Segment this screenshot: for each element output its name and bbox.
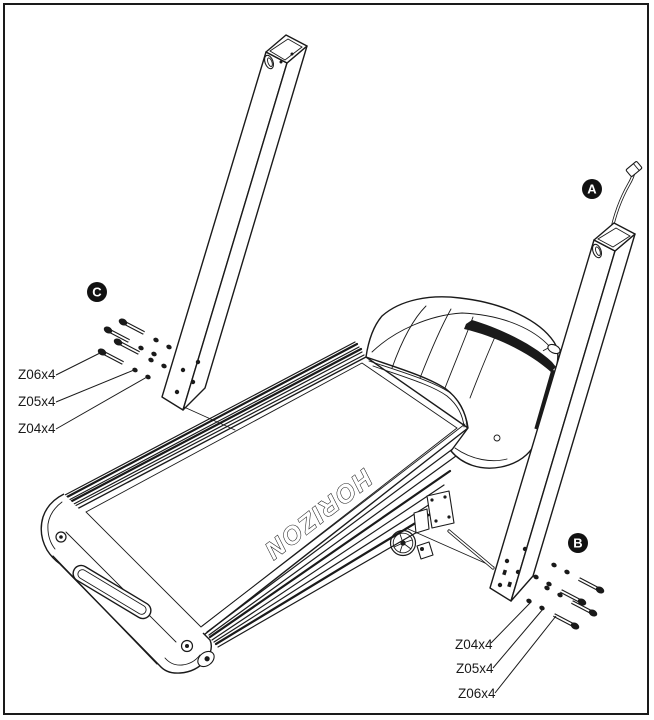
bolt-group-c <box>97 318 201 395</box>
callout-c: C <box>87 282 107 302</box>
hood-accent-strip <box>464 320 556 372</box>
label-z04x4-right: Z04x4 <box>455 637 493 652</box>
front-bracket <box>389 490 455 560</box>
callout-b-letter: B <box>573 536 582 551</box>
label-z06x4-left: Z06x4 <box>18 367 56 382</box>
cable-connector <box>625 161 643 177</box>
callout-a: A <box>582 179 602 199</box>
console-cable <box>609 161 643 235</box>
cable-clip <box>542 343 561 355</box>
rear-step-slot <box>72 564 152 620</box>
callout-b: B <box>568 533 588 553</box>
rear-roller-end <box>197 650 215 668</box>
rear-frame <box>40 493 215 674</box>
diagram-border <box>3 3 649 715</box>
label-z04x4-left: Z04x4 <box>18 421 56 436</box>
treadmill-deck: HORIZON <box>40 296 559 674</box>
label-z05x4-left: Z05x4 <box>18 394 56 409</box>
left-foot-rail <box>64 341 365 508</box>
transport-wheel <box>389 529 417 557</box>
callout-c-letter: C <box>92 285 102 300</box>
right-mount-lines <box>405 527 495 570</box>
label-z05x4-right: Z05x4 <box>456 661 494 676</box>
hardware-labels-bottom-right: Z04x4 Z05x4 Z06x4 <box>455 601 557 701</box>
hardware-labels-left: Z06x4 Z05x4 Z04x4 <box>18 352 148 436</box>
label-z06x4-right: Z06x4 <box>458 686 496 701</box>
right-upright <box>489 161 643 602</box>
left-upright <box>161 34 308 431</box>
left-upright-mount-line <box>183 406 236 431</box>
bolt-group-b <box>497 546 605 630</box>
callout-a-letter: A <box>587 182 597 197</box>
